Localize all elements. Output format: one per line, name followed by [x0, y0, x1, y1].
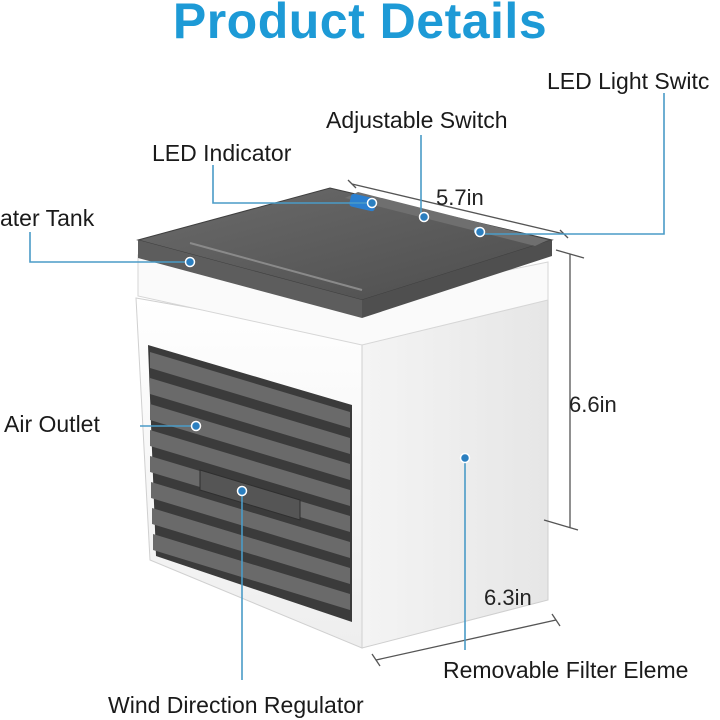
dot-removable-filter: [459, 452, 471, 464]
page-title: Product Details: [172, 0, 548, 49]
label-led-light-switch: LED Light Switc: [547, 68, 710, 94]
dimension-height: 6.6in: [569, 392, 617, 417]
dot-wind-direction: [236, 485, 248, 497]
label-led-indicator: LED Indicator: [152, 140, 292, 166]
callout-lines: [29, 93, 665, 680]
callout-dots: [184, 197, 486, 497]
control-panel: [345, 192, 548, 246]
label-water-tank: ater Tank: [0, 205, 95, 231]
label-wind-direction: Wind Direction Regulator: [108, 692, 364, 718]
dot-led-light-switch: [474, 226, 486, 238]
callout-led-light-switch: [480, 93, 665, 235]
dot-led-indicator: [366, 197, 378, 209]
label-air-outlet: Air Outlet: [4, 411, 100, 437]
callout-water-tank: [29, 232, 190, 263]
dimension-width: 5.7in: [436, 185, 484, 210]
callout-led-indicator: [212, 165, 372, 204]
label-removable-filter: Removable Filter Eleme: [443, 657, 689, 683]
dot-water-tank: [184, 256, 196, 268]
dot-adjustable-switch: [418, 211, 430, 223]
dot-air-outlet: [190, 420, 202, 432]
cooler-body: [135, 187, 554, 649]
label-adjustable-switch: Adjustable Switch: [326, 107, 508, 133]
dimension-depth: 6.3in: [484, 585, 532, 610]
dimension-lines: [347, 179, 585, 667]
